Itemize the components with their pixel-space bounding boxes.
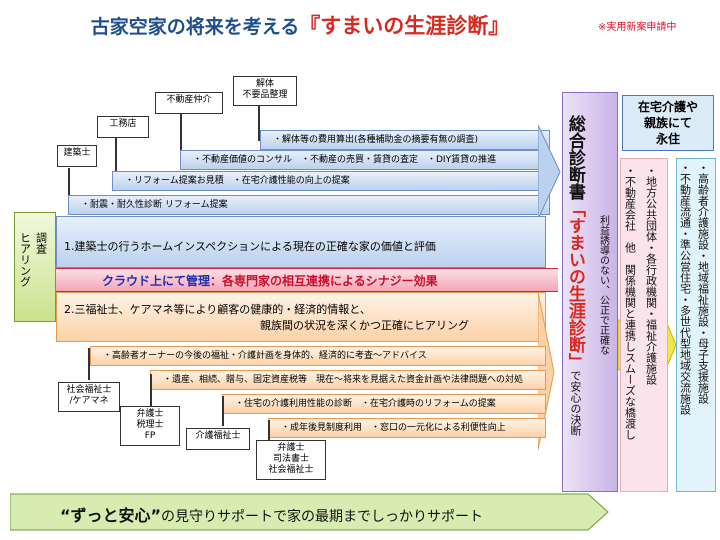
facilities-col1: ・高齢者介護施設・地域福祉施設・母子支援施設 — [696, 162, 710, 404]
expert-box-kaigo: 介護福祉士 — [186, 428, 250, 450]
expert-box-bengoshi2: 弁護士 司法書士 社会福祉士 — [256, 440, 326, 480]
bottom-banner-highlight: “ずっと安心” — [60, 506, 162, 525]
diagnosis-note: 利益誘導のない、公正で正確な — [597, 215, 609, 355]
diagnosis-quote: 「すまいの生涯診断」 — [564, 200, 585, 370]
service-bar-elderly: ・高齢者オーナーの今後の福祉・介護計画を身体的、経済的に考査～アドバイス — [90, 346, 546, 366]
title-main: 『すまいの生涯診断』 — [299, 14, 510, 38]
title-prefix: 古家空家の将来を考える — [90, 16, 300, 38]
expert-box-koumuten: 工務店 — [97, 116, 149, 138]
welfare-line1: 2.三福祉士、ケアマネ等により顧客の健康的・経済的情報と、 — [64, 303, 371, 316]
facilities-box — [676, 158, 716, 492]
expert-label: 建築士 — [63, 148, 91, 158]
hearing-label: ヒアリング — [18, 232, 32, 287]
connector-line — [268, 420, 270, 440]
home-care-box: 在宅介護や 親族にて 永住 — [622, 95, 714, 151]
expert-label: 不動産仲介 — [166, 95, 212, 105]
diagnosis-box — [562, 92, 618, 492]
expert-box-kenchikushi: 建築士 — [57, 145, 97, 167]
connect-col1: ・地方公共団体・各行政機関・福祉介護施設 — [644, 165, 658, 385]
expert-label: 工務店 — [109, 119, 137, 129]
connector-line — [222, 396, 224, 426]
connector-line — [115, 137, 117, 189]
connector-line — [68, 168, 70, 214]
welfare-line2: 親族間の状況を深くかつ正確にヒアリング — [260, 319, 469, 332]
diagnosis-title: 総合診断書「すまいの生涯診断」で安心の決断 — [564, 115, 585, 436]
expert-box-bengoshi1: 弁護士 税理士 FP — [120, 406, 180, 446]
expert-box-kaitai: 解体 不要品整理 — [233, 76, 297, 106]
service-bar-inheritance: ・遺産、相続、贈与、固定資産税等 現在～将来を見据えた資金計画や法律問題への対処 — [150, 370, 546, 390]
cloud-band — [56, 268, 558, 292]
service-bar-guardianship: ・成年後見制度利用 ・窓口の一元化による利便性向上 — [268, 418, 546, 438]
connector-line — [150, 374, 152, 406]
expert-box-fudousan: 不動産仲介 — [155, 92, 223, 114]
connector-line — [180, 113, 182, 163]
connector-line — [88, 348, 90, 380]
service-bar-demolition: ・解体等の費用算出(各種補助金の摘要有無の調査) — [260, 130, 550, 150]
bottom-banner-arrow — [10, 493, 609, 531]
inspection-bar — [56, 216, 546, 268]
expert-box-shakai: 社会福祉士 /ケアマネ — [58, 382, 120, 412]
service-bar-realestate: ・不動産価値のコンサル ・不動産の売買・賃貸の査定 ・DIY賃貸の推進 — [180, 150, 550, 170]
connect-col2: ・不動産会社 他 関係機関と連携しスムーズな橋渡し — [623, 165, 637, 440]
diagnosis-tail: で安心の決断 — [568, 370, 582, 436]
service-bar-seismic: ・耐震・耐久性診断 リフォーム提案 — [68, 195, 550, 215]
diagnosis-head: 総合診断書 — [564, 115, 585, 200]
connect-box — [620, 158, 668, 492]
connector-line — [258, 105, 260, 141]
top-arrow-head — [538, 125, 561, 220]
inspection-text: 1.建築士の行うホームインスペクションによる現在の正確な家の価値と評価 — [64, 240, 436, 253]
welfare-bar — [56, 292, 546, 342]
patent-note: ※実用新案申請中 — [598, 22, 677, 33]
bottom-banner-rest: の見守りサポートで家の最期までしっかりサポート — [161, 509, 484, 525]
page-title: 古家空家の将来を考える『すまいの生涯診断』 — [0, 10, 600, 40]
hearing-box — [14, 212, 56, 322]
bottom-banner-text: “ずっと安心”の見守りサポートで家の最期までしっかりサポート — [60, 502, 483, 526]
cloud-prefix: クラウド上にて管理 — [102, 274, 211, 288]
hearing-sub-label: 調査 — [34, 232, 48, 254]
cloud-suffix: ：各専門家の相互連携によるシナジー効果 — [210, 274, 438, 288]
service-bar-reform: ・リフォーム提案お見積 ・在宅介護性能の向上の提案 — [112, 171, 550, 191]
service-bar-homecare: ・住宅の介護利用性能の診断 ・在宅介護時のリフォームの提案 — [222, 394, 546, 414]
facilities-col2: ・不動産流通・準公営住宅・多世代型地域交流施設 — [678, 162, 692, 415]
cloud-text: クラウド上にて管理：各専門家の相互連携によるシナジー効果 — [102, 272, 438, 289]
